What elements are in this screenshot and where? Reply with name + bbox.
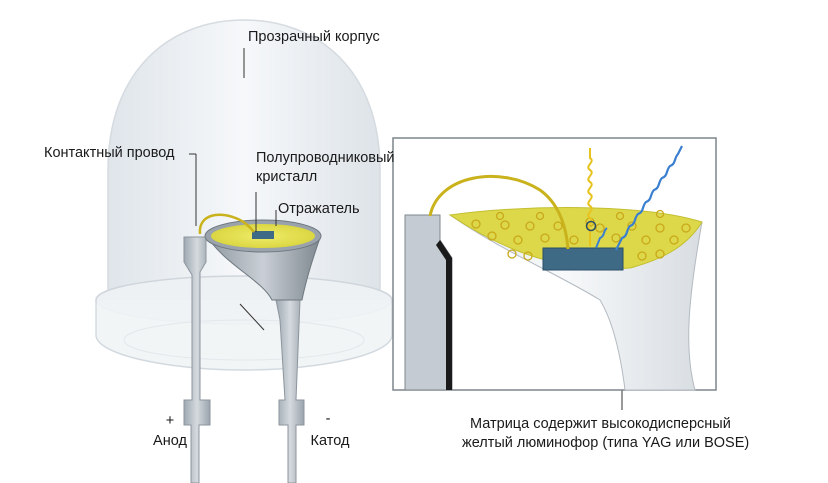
reflector-cup xyxy=(204,219,322,253)
contact-wire xyxy=(198,213,255,235)
label-matrix-line2: желтый люминофор (типа YAG или BOSE) xyxy=(462,435,750,451)
label-reflector: Отражатель xyxy=(278,201,360,217)
label-matrix-line1: Матрица содержит высокодисперсный xyxy=(470,416,731,432)
blue-light-wave xyxy=(615,145,683,251)
yellow-light-wave xyxy=(587,148,593,246)
phosphor-particles xyxy=(471,209,691,261)
label-anode-sign: + xyxy=(165,413,175,429)
label-transparent-housing: Прозрачный корпус xyxy=(248,29,380,45)
transparent-housing xyxy=(95,19,393,371)
anode-lead xyxy=(183,236,211,483)
crystal-enlarged xyxy=(542,247,624,271)
contact-wire-enlarged xyxy=(428,174,570,250)
label-crystal-line2: кристалл xyxy=(256,169,318,185)
cathode-lead xyxy=(205,234,321,483)
label-cathode-sign: - xyxy=(325,411,331,427)
semiconductor-crystal xyxy=(252,231,274,239)
label-anode: Анод xyxy=(153,433,187,449)
label-contact-wire: Контактный провод xyxy=(44,145,175,161)
label-crystal-line1: Полупроводниковый xyxy=(256,150,395,166)
label-cathode: Катод xyxy=(310,433,350,449)
zoom-inset xyxy=(392,137,717,391)
